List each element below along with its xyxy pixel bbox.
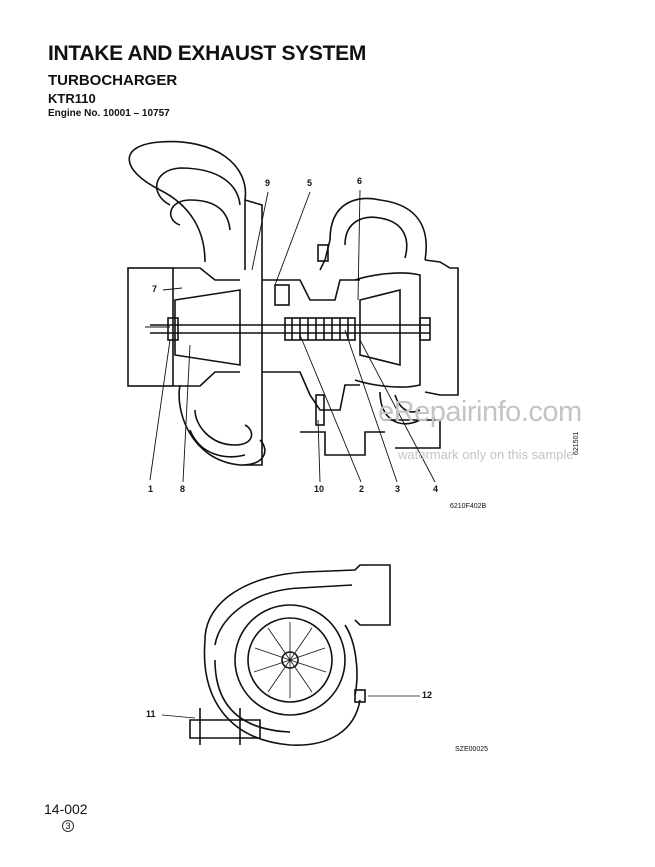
callout-4: 4	[433, 484, 439, 494]
callout-3: 3	[395, 484, 401, 494]
callout-6: 6	[357, 176, 363, 186]
figure1-side-code: 621501	[573, 431, 580, 455]
callout-9: 9	[265, 178, 271, 188]
callout-7: 7	[152, 284, 158, 294]
page-number: 14-002	[44, 801, 88, 817]
page-title: INTAKE AND EXHAUST SYSTEM	[48, 42, 367, 65]
callout-1: 1	[148, 484, 154, 494]
callout-12: 12	[422, 690, 433, 700]
callout-8: 8	[180, 484, 186, 494]
engine-number-label: Engine No. 10001 – 10757	[48, 108, 170, 119]
figure1-code: 6210F402B	[450, 503, 487, 510]
callout-5: 5	[307, 178, 313, 188]
callout-10: 10	[314, 484, 325, 494]
watermark-notice: watermark only on this sample	[398, 447, 574, 462]
section-title: TURBOCHARGER	[48, 72, 178, 89]
watermark-site: eRepairinfo.com	[378, 396, 582, 428]
figure2-code: SZE00025	[455, 746, 489, 753]
model-label: KTR110	[48, 91, 96, 106]
revision-mark: 3	[62, 820, 74, 832]
callout-11: 11	[146, 709, 156, 719]
callout-2: 2	[359, 484, 365, 494]
